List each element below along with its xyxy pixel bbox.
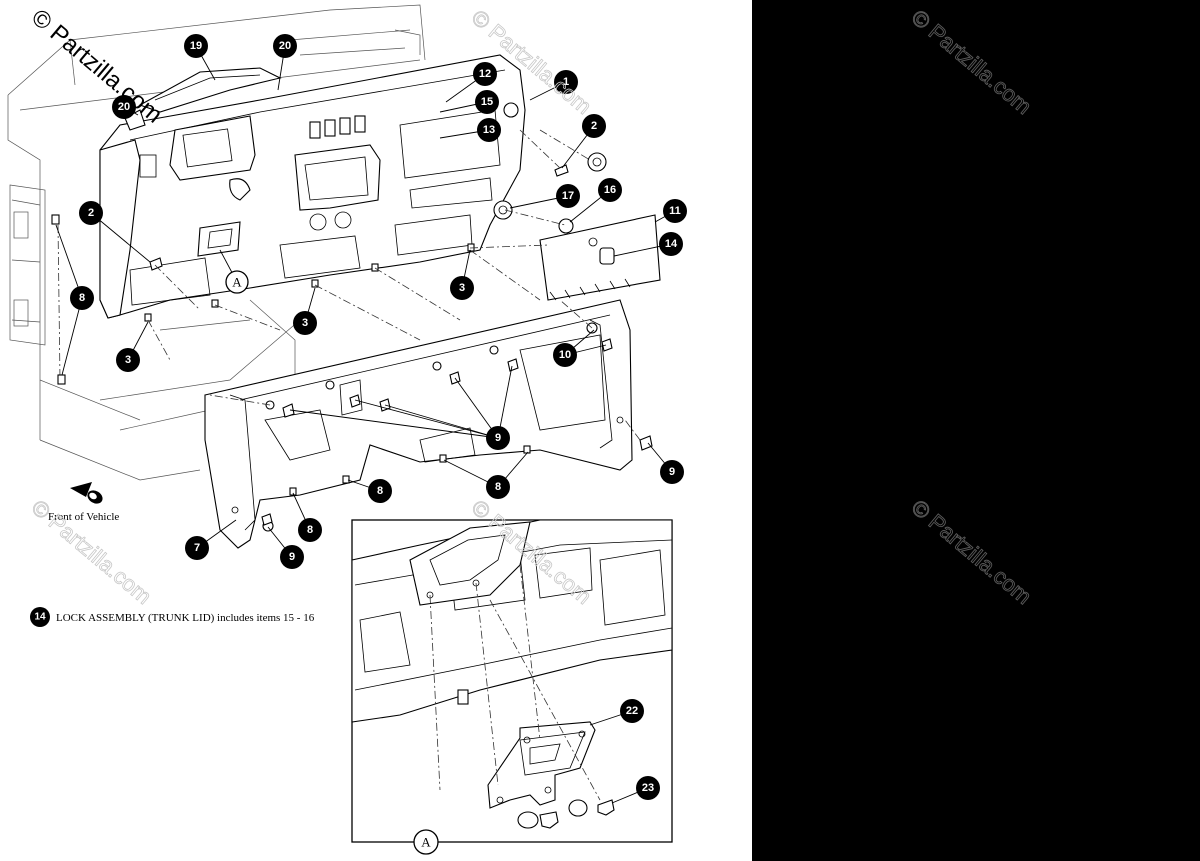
svg-text:15: 15 (481, 96, 493, 108)
front-of-vehicle-label: Front of Vehicle (48, 511, 119, 523)
callout-22: 22 (620, 699, 644, 723)
lower-dash-panel (204, 299, 633, 549)
svg-text:19: 19 (190, 40, 202, 52)
svg-text:20: 20 (279, 40, 291, 52)
callout-3: 3 (116, 348, 140, 372)
callout-7: 7 (185, 536, 209, 560)
callout-13: 13 (477, 118, 501, 142)
callout-9: 9 (660, 460, 684, 484)
callout-15: 15 (475, 90, 499, 114)
svg-text:8: 8 (377, 485, 383, 497)
callout-8: 8 (298, 518, 322, 542)
svg-text:20: 20 (118, 101, 130, 113)
trunk-lid (539, 214, 661, 301)
ref-a-detail-label: A (421, 835, 431, 850)
svg-text:10: 10 (559, 349, 571, 361)
callout-3: 3 (450, 276, 474, 300)
ref-a-main-label: A (232, 275, 242, 290)
note-text: LOCK ASSEMBLY (TRUNK LID) includes items… (56, 612, 315, 624)
svg-text:23: 23 (642, 782, 654, 794)
callouts: 1 2 2 3 3 3 7 8 8 8 8 9 9 9 10 11 12 13 … (70, 34, 687, 800)
note-item-number: 14 (34, 612, 46, 623)
svg-text:2: 2 (88, 207, 94, 219)
svg-text:1: 1 (563, 76, 569, 88)
callout-20: 20 (273, 34, 297, 58)
callout-12: 12 (473, 62, 497, 86)
svg-text:12: 12 (479, 68, 491, 80)
upper-dash-panel (99, 54, 526, 322)
callout-8: 8 (486, 475, 510, 499)
callout-19: 19 (184, 34, 208, 58)
svg-text:13: 13 (483, 124, 495, 136)
watermark: © Partzilla.com (907, 5, 1037, 119)
corner-watermark: © Partzilla.com (26, 4, 167, 129)
callout-14: 14 (659, 232, 683, 256)
svg-text:8: 8 (495, 481, 501, 493)
assembly-lines (57, 129, 641, 441)
callout-2: 2 (79, 201, 103, 225)
callout-16: 16 (598, 178, 622, 202)
callout-23: 23 (636, 776, 660, 800)
callout-2: 2 (582, 114, 606, 138)
ref-a-main: A (225, 270, 249, 294)
callout-9: 9 (486, 426, 510, 450)
callout-17: 17 (556, 184, 580, 208)
svg-text:8: 8 (307, 524, 313, 536)
callout-11: 11 (663, 199, 687, 223)
callout-10: 10 (553, 343, 577, 367)
callout-1: 1 (554, 70, 578, 94)
svg-text:9: 9 (495, 432, 501, 444)
ref-a-detail: A (413, 829, 439, 855)
callout-9: 9 (280, 545, 304, 569)
leader-lines (55, 45, 676, 558)
black-side-panel (752, 0, 1200, 861)
callout-8: 8 (368, 479, 392, 503)
svg-text:16: 16 (604, 184, 616, 196)
svg-text:9: 9 (669, 466, 675, 478)
svg-text:17: 17 (562, 190, 574, 202)
hardware-items (149, 102, 607, 271)
svg-text:8: 8 (79, 292, 85, 304)
svg-text:22: 22 (626, 705, 638, 717)
svg-text:3: 3 (125, 354, 131, 366)
svg-text:11: 11 (669, 205, 681, 217)
switch-bank (309, 115, 366, 139)
svg-text:3: 3 (459, 282, 465, 294)
svg-text:2: 2 (591, 120, 597, 132)
note-lock-assembly: 14 LOCK ASSEMBLY (TRUNK LID) includes it… (30, 607, 315, 627)
detail-a-box (351, 519, 673, 843)
side-clip (51, 214, 66, 385)
svg-text:3: 3 (302, 317, 308, 329)
callout-20: 20 (112, 95, 136, 119)
screws (261, 322, 653, 532)
callout-3: 3 (293, 311, 317, 335)
svg-text:7: 7 (194, 542, 200, 554)
svg-text:9: 9 (289, 551, 295, 563)
watermark: © Partzilla.com (907, 495, 1037, 609)
svg-text:14: 14 (665, 238, 678, 250)
callout-8: 8 (70, 286, 94, 310)
front-of-vehicle-indicator: Front of Vehicle (48, 482, 119, 523)
